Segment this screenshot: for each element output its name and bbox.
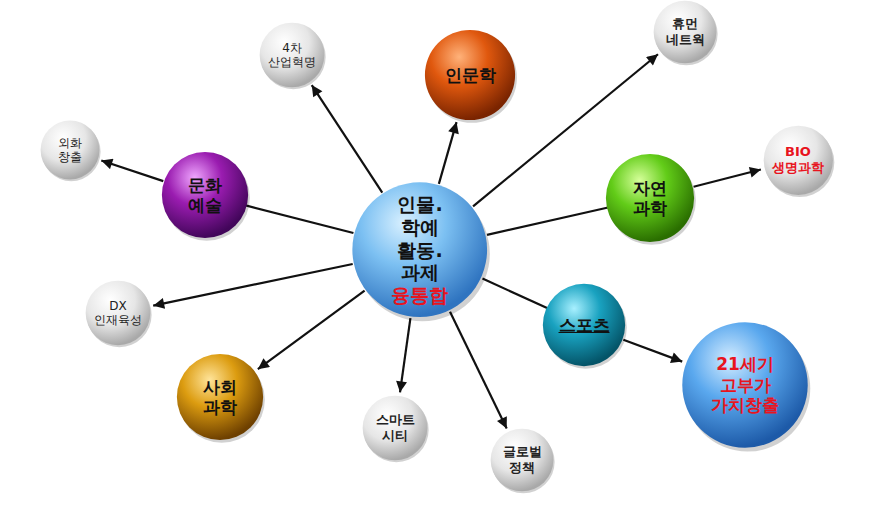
sphere-label: BIO 생명과학	[772, 144, 824, 175]
node-text: 외화 창출	[58, 136, 82, 165]
node-text: 사회 과학	[203, 377, 237, 418]
connector-arrow	[694, 170, 761, 187]
connector-arrow	[312, 85, 383, 192]
node-text: 4차 산업혁명	[268, 41, 316, 70]
connector-arrow	[487, 207, 608, 234]
node-text: 문화 예술	[188, 175, 222, 216]
connector-arrow	[101, 160, 163, 181]
sphere-label: 인물.학예 활동.과제융통합	[391, 193, 448, 307]
node-text: 인문학	[445, 65, 496, 85]
info-sphere: 스마트 시티	[362, 395, 428, 461]
topic-sphere: 스포츠	[542, 283, 626, 367]
info-sphere: 4차 산업혁명	[259, 22, 325, 88]
value-sphere: 21세기 고부가 가치창출	[681, 321, 809, 449]
info-sphere: 글로벌 정책	[490, 428, 554, 492]
sphere-label: 자연 과학	[633, 178, 667, 219]
sphere-label: DX 인재육성	[94, 299, 142, 328]
node-text: 인물.학예 활동.과제	[397, 193, 442, 284]
info-sphere: DX 인재육성	[85, 280, 151, 346]
topic-sphere: 사회 과학	[176, 353, 264, 441]
topic-sphere: 자연 과학	[605, 153, 695, 243]
connector-arrow	[258, 291, 365, 369]
node-text: 21세기 고부가 가치창출	[711, 354, 779, 415]
connector-arrow	[439, 122, 457, 184]
node-text: DX 인재육성	[94, 299, 142, 328]
info-sphere: 휴먼 네트웍	[653, 0, 717, 64]
sphere-label: 스포츠	[559, 315, 610, 335]
connector-arrow	[623, 340, 682, 362]
sphere-label: 휴먼 네트웍	[666, 16, 705, 47]
sphere-label: 4차 산업혁명	[268, 41, 316, 70]
node-text: BIO 생명과학	[772, 144, 824, 175]
info-sphere: BIO 생명과학	[763, 125, 834, 196]
sphere-label: 외화 창출	[58, 136, 82, 165]
node-text: 스마트 시티	[376, 412, 415, 443]
center-sphere: 인물.학예 활동.과제융통합	[351, 181, 488, 318]
sphere-label: 글로벌 정책	[503, 444, 542, 475]
node-text: 글로벌 정책	[503, 444, 542, 475]
connector-arrow	[400, 318, 410, 392]
node-text: 자연 과학	[633, 178, 667, 219]
sphere-label: 사회 과학	[203, 377, 237, 418]
node-text: 휴먼 네트웍	[666, 16, 705, 47]
connector-arrow	[482, 279, 547, 309]
info-sphere: 외화 창출	[40, 120, 100, 180]
topic-sphere: 인문학	[424, 29, 516, 121]
connector-arrow	[153, 264, 353, 306]
sphere-label: 문화 예술	[188, 175, 222, 216]
node-text: 스포츠	[559, 315, 610, 335]
connector-arrow	[246, 205, 354, 233]
connector-arrow	[450, 312, 507, 429]
sphere-label: 스마트 시티	[376, 412, 415, 443]
sphere-label: 21세기 고부가 가치창출	[711, 354, 779, 415]
sphere-label: 인문학	[445, 65, 496, 85]
node-text: 융통합	[391, 284, 448, 307]
topic-sphere: 문화 예술	[161, 151, 249, 239]
